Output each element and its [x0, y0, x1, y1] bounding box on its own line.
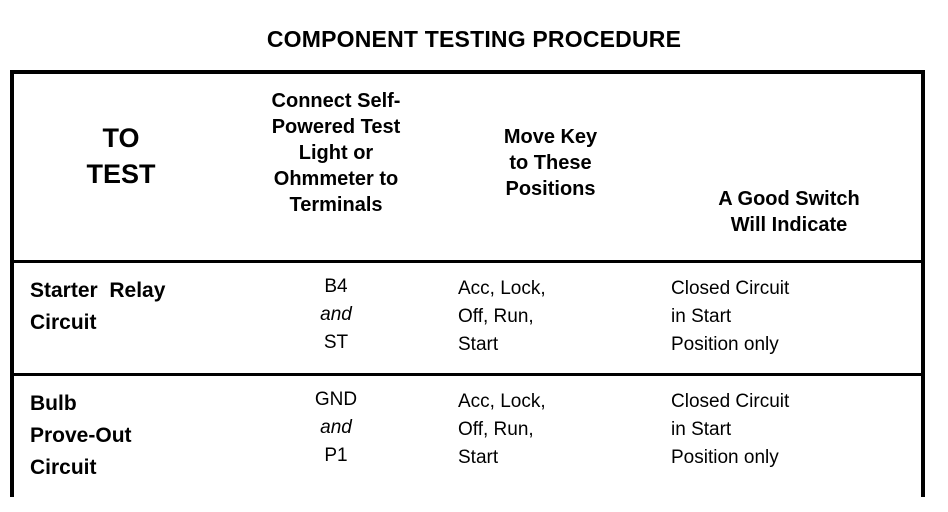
row-1-terminal-conjunction: and: [320, 304, 352, 325]
row-2-cell-to-test: Bulb Prove-Out Circuit: [14, 374, 228, 500]
header-to-test-line-2: TEST: [86, 159, 156, 189]
component-testing-table: TO TEST Connect Self- Powered Test Light…: [10, 70, 925, 500]
row-2-good-switch-line-3: Position only: [671, 447, 779, 468]
row-2-key-positions-line-2: Off, Run,: [458, 419, 534, 440]
row-2-terminal-conjunction: and: [320, 417, 352, 438]
page-title: COMPONENT TESTING PROCEDURE: [266, 26, 682, 52]
header-key-positions-line-2: to These: [509, 152, 592, 174]
row-2-key-positions-line-1: Acc, Lock,: [458, 391, 546, 412]
row-2-cell-key-positions: Acc, Lock, Off, Run, Start: [444, 374, 657, 500]
row-1-key-positions-line-3: Start: [458, 334, 499, 355]
row-1-good-switch-line-2: in Start: [671, 306, 732, 327]
row-2-to-test-line-1: Bulb: [30, 392, 77, 415]
row-2-terminal-a: GND: [314, 389, 358, 410]
header-cell-good-switch: A Good Switch Will Indicate: [657, 74, 921, 263]
header-cell-terminals: Connect Self- Powered Test Light or Ohmm…: [228, 74, 444, 263]
header-cell-to-test: TO TEST: [14, 74, 228, 263]
row-2-terminal-b: P1: [324, 445, 348, 466]
row-1-cell-to-test: Starter Relay Circuit: [14, 261, 228, 376]
header-to-test-line-1: TO: [102, 123, 140, 153]
row-2-good-switch-line-1: Closed Circuit: [671, 391, 790, 412]
header-terminals-line-1: Connect Self-: [271, 90, 401, 112]
row-1-terminal-a: B4: [324, 276, 348, 297]
header-terminals-line-2: Powered Test: [271, 116, 401, 138]
header-terminals-line-4: Ohmmeter to: [273, 168, 399, 190]
row-1-key-positions-line-1: Acc, Lock,: [458, 278, 546, 299]
row-1-to-test-line-1: Starter Relay: [30, 279, 166, 302]
row-1-cell-terminals: B4 and ST: [228, 261, 444, 376]
procedure-table: TO TEST Connect Self- Powered Test Light…: [14, 74, 921, 500]
row-1-cell-key-positions: Acc, Lock, Off, Run, Start: [444, 261, 657, 376]
header-good-switch-line-1: A Good Switch: [718, 188, 860, 210]
row-1-cell-good-switch: Closed Circuit in Start Position only: [657, 261, 921, 376]
row-2-good-switch-line-2: in Start: [671, 419, 732, 440]
table-row: Starter Relay Circuit B4 and ST A: [14, 261, 921, 376]
row-2-to-test-line-2: Prove-Out: [30, 424, 132, 447]
row-1-good-switch-line-3: Position only: [671, 334, 779, 355]
header-terminals-line-5: Terminals: [289, 194, 383, 216]
row-1-good-switch-line-1: Closed Circuit: [671, 278, 790, 299]
row-2-cell-terminals: GND and P1: [228, 374, 444, 500]
header-cell-key-positions: Move Key to These Positions: [444, 74, 657, 263]
header-key-positions-line-3: Positions: [505, 178, 596, 200]
row-1-terminal-b: ST: [323, 332, 349, 353]
row-2-key-positions-line-3: Start: [458, 447, 499, 468]
row-1-key-positions-line-2: Off, Run,: [458, 306, 534, 327]
row-2-cell-good-switch: Closed Circuit in Start Position only: [657, 374, 921, 500]
row-1-to-test-line-2: Circuit: [30, 311, 97, 334]
table-row: Bulb Prove-Out Circuit GND and P1: [14, 374, 921, 500]
row-2-to-test-line-3: Circuit: [30, 456, 97, 479]
table-header-row: TO TEST Connect Self- Powered Test Light…: [14, 74, 921, 263]
header-key-positions-line-1: Move Key: [503, 126, 598, 148]
header-good-switch-line-2: Will Indicate: [730, 214, 848, 236]
header-terminals-line-3: Light or: [298, 142, 374, 164]
